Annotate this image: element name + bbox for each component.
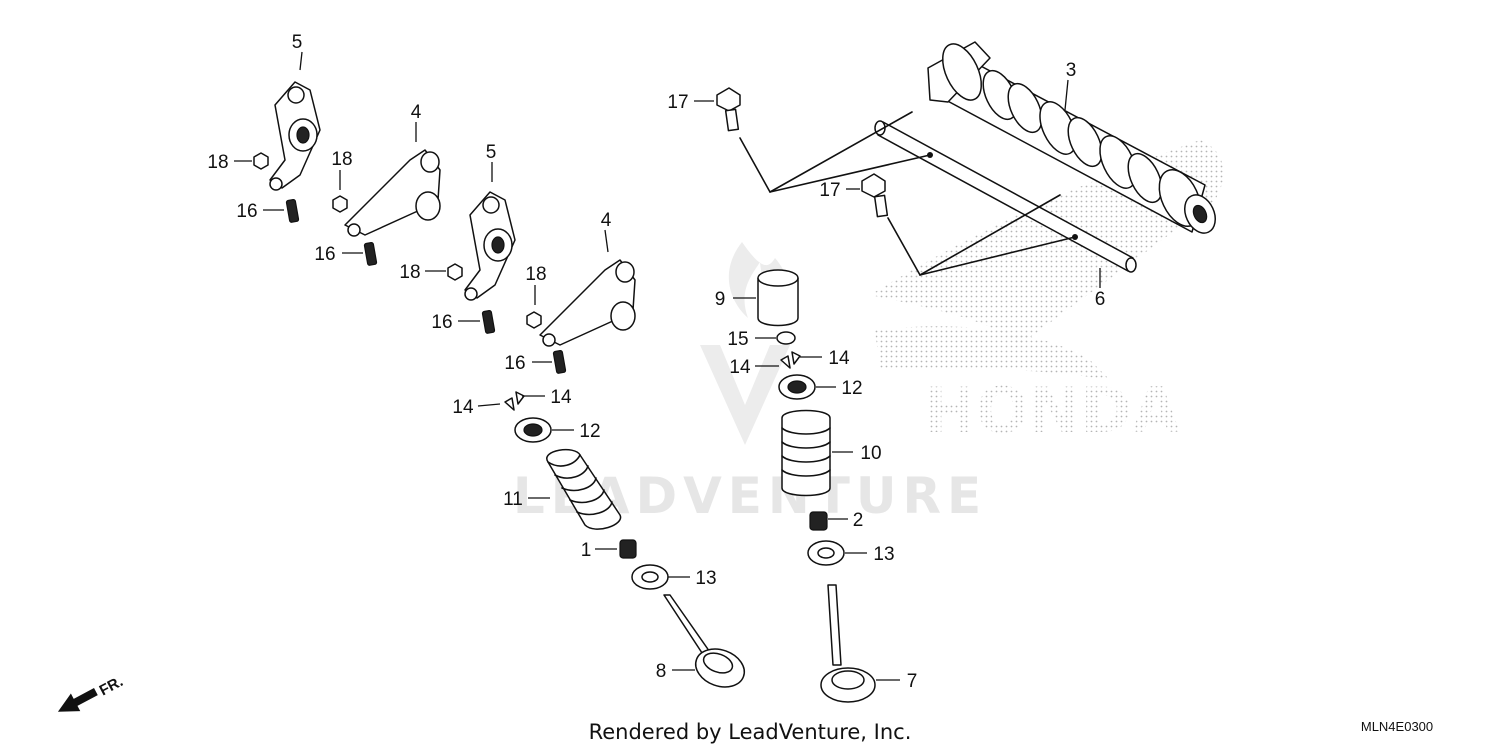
cotter-14-right [780,351,801,369]
callout-1: 1 [581,540,592,561]
callout-12: 12 [841,378,862,399]
nut-18-d [526,311,542,329]
rocker-arm-5-left [269,81,321,191]
screw-16-a [285,199,300,223]
callout-18: 18 [399,262,420,283]
callout-16: 16 [431,312,452,333]
callout-16: 16 [504,353,525,374]
honda-text-watermark: HONDA [924,374,1180,447]
callout-14: 14 [550,387,572,408]
screw-16-d [552,350,567,374]
callout-10: 10 [860,443,881,464]
stem-seal-1 [619,539,637,559]
callout-14: 14 [452,397,474,418]
callout-9: 9 [715,289,726,310]
callout-3: 3 [1066,60,1077,81]
callout-numbers: 5 18 18 16 4 16 5 18 18 16 4 16 14 14 12… [207,32,1105,692]
callout-12: 12 [579,421,600,442]
retainer-12-left [514,417,552,443]
callout-2: 2 [853,510,864,531]
screw-16-b [363,242,378,266]
camshaft [927,41,1216,234]
rocker-arm-4-left [344,149,441,237]
rocker-arm-5-right [464,191,516,301]
callout-16: 16 [314,244,335,265]
nut-18-b [332,195,348,213]
callout-15: 15 [727,329,748,350]
callout-6: 6 [1095,289,1106,310]
callout-18: 18 [207,152,228,173]
callout-5: 5 [292,32,303,53]
stem-seal-2 [809,511,828,531]
spring-seat-13-left [631,564,669,590]
rocker-arm-4-right [539,259,636,347]
callout-4: 4 [411,102,422,123]
diagram-code: MLN4E0300 [1361,719,1433,734]
callout-18: 18 [331,149,352,170]
callout-14: 14 [828,348,850,369]
footer-credit: Rendered by LeadVenture, Inc. [589,720,912,744]
callout-11: 11 [503,489,523,510]
callout-13: 13 [873,544,894,565]
callout-17: 17 [819,180,840,201]
valve-8-intake [663,594,746,688]
cotter-14-left [504,391,525,411]
valve-7-exhaust [820,584,876,703]
callout-7: 7 [907,671,918,692]
callout-13: 13 [695,568,716,589]
callout-8: 8 [656,661,667,682]
bolt-upper [716,87,741,132]
nut-18-c [447,263,463,281]
bolt-to-shaft-leaders [739,111,1076,276]
callout-14: 14 [729,357,751,378]
callout-16: 16 [236,201,257,222]
spring-10-right [781,409,831,497]
callout-18: 18 [525,264,546,285]
front-direction-arrow: FR. [57,673,126,712]
shim-15 [776,331,796,345]
front-marker-label: FR. [97,673,126,699]
spring-seat-13-right [807,540,845,566]
retainer-12-right [778,374,816,400]
callout-5: 5 [486,142,497,163]
callout-17: 17 [667,92,688,113]
screw-16-c [481,310,496,334]
nut-18-a [253,152,269,170]
leader-lines [234,51,1101,681]
callout-4: 4 [601,210,612,231]
bolt-lower [861,173,889,218]
tappet-9 [757,269,799,327]
spring-11-left [546,448,622,530]
